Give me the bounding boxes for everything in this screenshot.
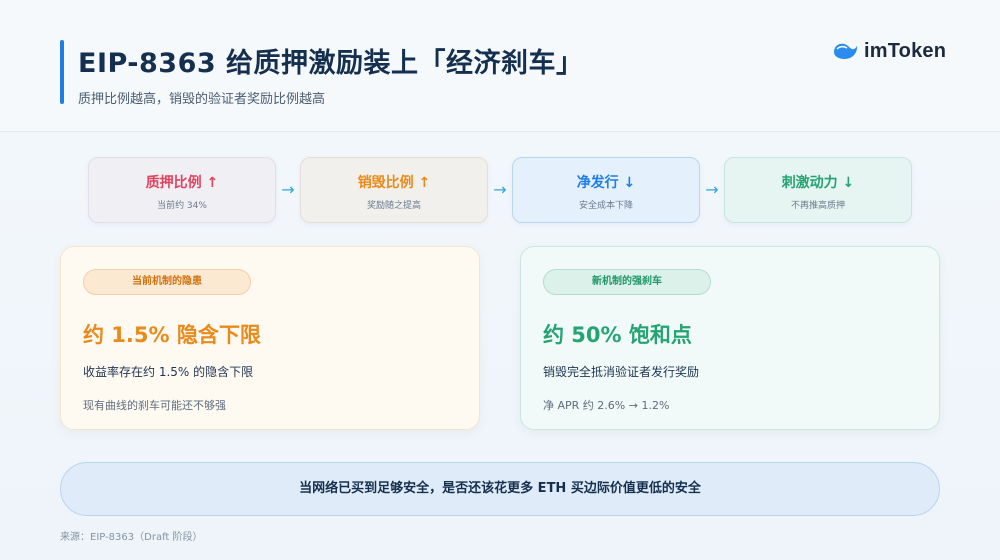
logo-text: imToken — [864, 39, 947, 62]
card-headline: 约 50% 饱和点 — [543, 323, 692, 347]
page-title: EIP-8363 给质押激励装上「经济刹车」 — [78, 48, 584, 79]
flow-arrow-icon: → — [493, 180, 507, 199]
title-accent-bar — [60, 40, 64, 104]
card-note: 现有曲线的刹车可能还不够强 — [83, 399, 226, 412]
card-headline: 约 1.5% 隐含下限 — [83, 323, 261, 347]
flow-step-sub: 奖励随之提高 — [366, 201, 421, 211]
flow-arrow-icon: → — [705, 180, 719, 199]
imtoken-logo: imToken — [832, 38, 946, 64]
new-mechanism-card: 新机制的强刹车 约 50% 饱和点 销毁完全抵消验证者发行奖励 净 APR 约 … — [520, 246, 940, 430]
flow-step-burn-ratio: 销毁比例 ↑ 奖励随之提高 — [300, 157, 488, 223]
flow-step-stake-ratio: 质押比例 ↑ 当前约 34% — [88, 157, 276, 223]
flow-step-sub: 当前约 34% — [157, 201, 207, 211]
card-tag: 当前机制的隐患 — [83, 269, 251, 295]
card-note: 净 APR 约 2.6% → 1.2% — [543, 399, 670, 412]
source-note: 来源：EIP-8363（Draft 阶段） — [60, 532, 203, 543]
flow-step-net-issuance: 净发行 ↓ 安全成本下降 — [512, 157, 700, 223]
card-tag: 新机制的强刹车 — [543, 269, 711, 295]
page-subtitle: 质押比例越高，销毁的验证者奖励比例越高 — [78, 92, 326, 107]
flow-step-incentive: 刺激动力 ↓ 不再推高质押 — [724, 157, 912, 223]
flow-step-label: 质押比例 ↑ — [145, 175, 219, 191]
flow-step-sub: 安全成本下降 — [578, 201, 633, 211]
flow-arrow-icon: → — [281, 180, 295, 199]
current-mechanism-card: 当前机制的隐患 约 1.5% 隐含下限 收益率存在约 1.5% 的隐含下限 现有… — [60, 246, 480, 430]
card-description: 销毁完全抵消验证者发行奖励 — [543, 365, 700, 379]
conclusion-banner: 当网络已买到足够安全，是否还该花更多 ETH 买边际价值更低的安全 — [60, 462, 940, 516]
card-description: 收益率存在约 1.5% 的隐含下限 — [83, 365, 254, 379]
header: EIP-8363 给质押激励装上「经济刹车」 质押比例越高，销毁的验证者奖励比例… — [0, 0, 1000, 132]
flow-step-label: 刺激动力 ↓ — [781, 175, 855, 191]
flow-step-sub: 不再推高质押 — [790, 201, 845, 211]
imtoken-logo-icon — [834, 43, 858, 59]
flow-step-label: 销毁比例 ↑ — [357, 175, 431, 191]
flow-step-label: 净发行 ↓ — [576, 175, 636, 191]
